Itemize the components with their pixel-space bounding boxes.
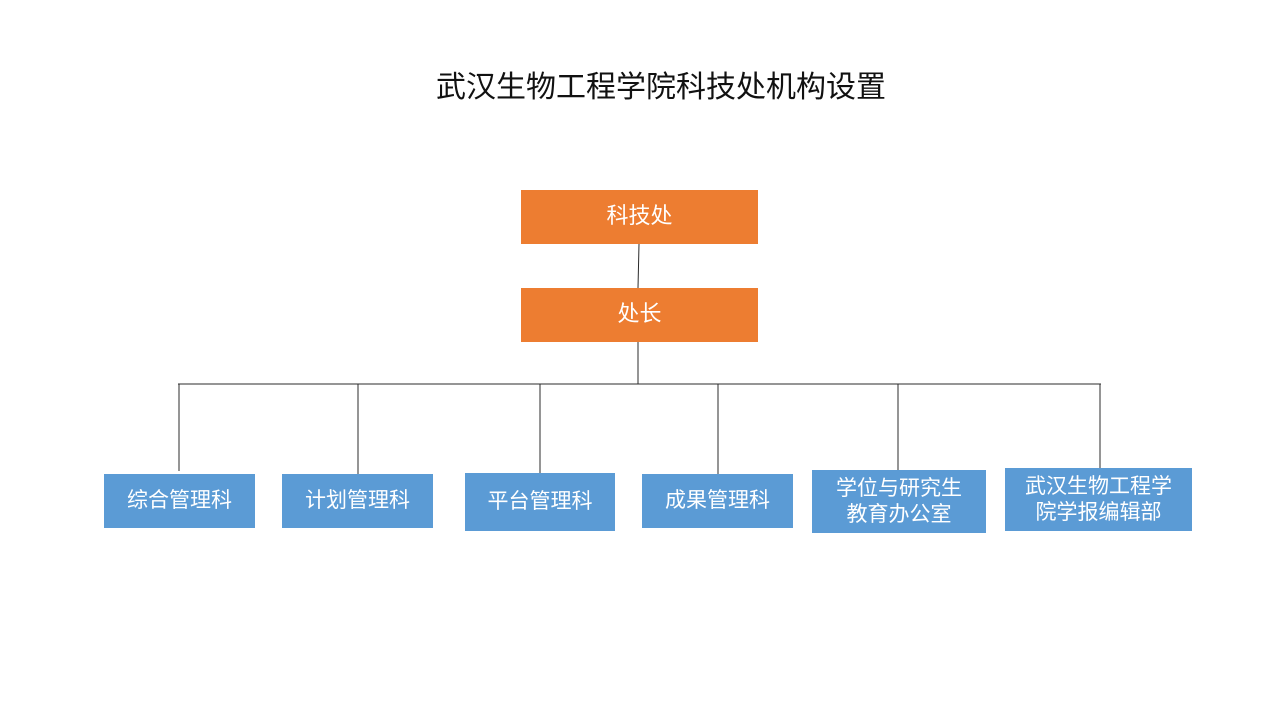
org-node-unit-label: 成果管理科 [665, 488, 770, 513]
org-node-unit: 计划管理科 [282, 474, 433, 528]
page-title: 武汉生物工程学院科技处机构设置 [436, 70, 886, 105]
org-node-department: 科技处 [521, 190, 758, 244]
org-node-unit: 学位与研究生 教育办公室 [812, 470, 986, 533]
connector-dept-to-head [637, 243, 640, 289]
org-node-unit: 综合管理科 [104, 474, 255, 528]
org-node-unit: 武汉生物工程学 院学报编辑部 [1005, 468, 1192, 531]
org-node-head-label: 处长 [617, 301, 662, 327]
org-node-unit-label: 计划管理科 [305, 488, 410, 513]
org-node-head: 处长 [521, 288, 758, 342]
org-node-unit-label: 平台管理科 [487, 489, 593, 514]
org-node-unit-label: 综合管理科 [127, 488, 232, 513]
org-node-unit-label: 学位与研究生 教育办公室 [836, 476, 962, 526]
org-node-department-label: 科技处 [606, 203, 673, 229]
org-node-unit: 平台管理科 [465, 473, 615, 531]
org-node-unit-label: 武汉生物工程学 院学报编辑部 [1025, 474, 1172, 524]
org-node-unit: 成果管理科 [642, 474, 793, 528]
